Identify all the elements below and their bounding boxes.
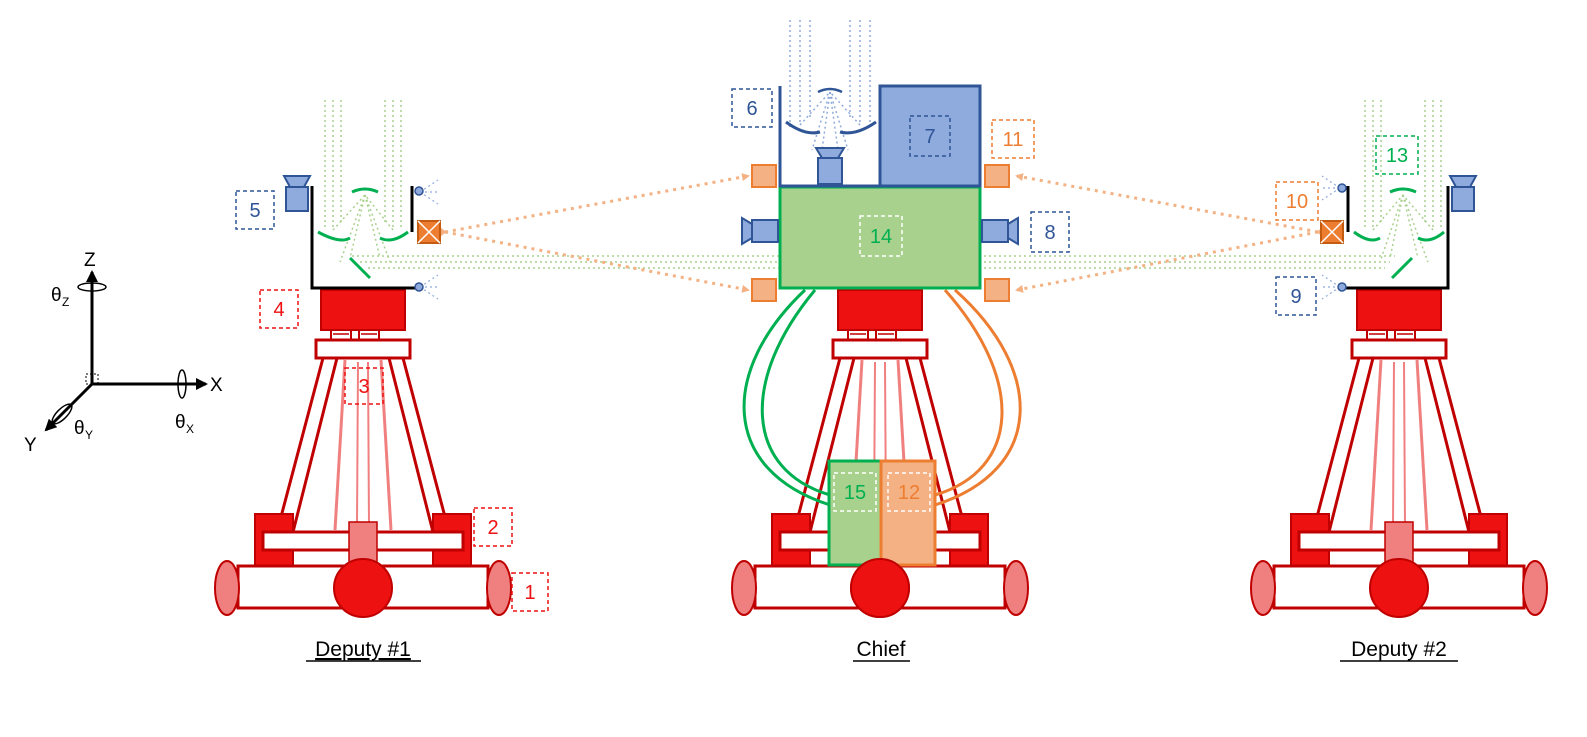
deputy-2-camera-icon (1448, 175, 1478, 212)
label-2: 2 (473, 507, 513, 547)
label-5: 5 (235, 190, 275, 230)
svg-text:15: 15 (844, 482, 866, 504)
chief-transceiver-bl-icon (751, 278, 777, 302)
theta-z-subscript: Z (62, 295, 69, 309)
svg-text:11: 11 (1003, 129, 1024, 151)
svg-text:4: 4 (273, 299, 284, 321)
axis-z-label: Z (84, 250, 96, 271)
caption-deputy-2: Deputy #2 (1351, 638, 1447, 661)
deputy-2-robot (1249, 175, 1549, 619)
chief-transceiver-tr-icon (984, 164, 1010, 188)
chief-left-camera-icon (741, 216, 779, 246)
label-15: 15 (833, 472, 877, 512)
label-9: 9 (1275, 276, 1317, 316)
axis-x-label: X (210, 375, 223, 396)
theta-y-subscript: Y (85, 428, 93, 442)
label-10: 10 (1275, 181, 1319, 221)
origin-cube-icon (85, 373, 99, 385)
rotation-z-icon (77, 282, 107, 292)
label-1: 1 (511, 572, 549, 612)
rotation-x-icon (177, 369, 187, 399)
deputy-2-transceiver-icon (1320, 220, 1344, 244)
svg-text:5: 5 (249, 200, 260, 222)
theta-x-subscript: X (186, 422, 194, 436)
chief-comm-box (879, 459, 937, 567)
caption-deputy-1: Deputy #1 (315, 638, 411, 661)
svg-text:3: 3 (358, 376, 369, 398)
svg-text:9: 9 (1290, 286, 1301, 308)
deputy-1-camera-icon (282, 175, 312, 212)
label-3: 3 (344, 367, 384, 405)
svg-text:14: 14 (870, 226, 892, 248)
chief-right-camera-icon (981, 216, 1019, 246)
label-7: 7 (909, 115, 951, 157)
caption-chief: Chief (856, 638, 905, 661)
theta-z-symbol: θ (51, 285, 62, 306)
chief-robot (730, 84, 1030, 619)
svg-text:2: 2 (487, 517, 498, 539)
deputy-1-transceiver-icon (417, 220, 441, 244)
svg-text:10: 10 (1286, 191, 1308, 213)
rotation-y-icon (51, 403, 73, 425)
chief-computer-box (778, 185, 982, 290)
component-labels: 1 2 3 4 5 6 7 8 (235, 88, 1419, 612)
chief-transceiver-br-icon (984, 278, 1010, 302)
svg-text:1: 1 (524, 582, 535, 604)
chief-battery-box (827, 459, 883, 567)
communication-links (438, 173, 1325, 293)
svg-text:12: 12 (898, 482, 920, 504)
label-8: 8 (1030, 211, 1070, 253)
svg-text:13: 13 (1386, 145, 1408, 167)
svg-text:6: 6 (746, 98, 757, 120)
label-12: 12 (887, 472, 931, 512)
label-13: 13 (1375, 135, 1419, 175)
axis-y-label: Y (24, 435, 37, 456)
theta-y-symbol: θ (74, 418, 85, 439)
label-14: 14 (859, 215, 903, 257)
label-4: 4 (259, 289, 299, 329)
chief-instrument-box (878, 84, 982, 188)
chief-top-camera-icon (814, 147, 846, 185)
chief-transceiver-tl-icon (751, 164, 777, 188)
deputy-1-robot (213, 175, 513, 619)
label-6: 6 (731, 88, 773, 128)
coordinate-axes: Z X Y θ Z θ X θ Y (24, 250, 223, 456)
theta-x-symbol: θ (175, 412, 186, 433)
label-11: 11 (991, 119, 1035, 159)
svg-text:7: 7 (924, 126, 935, 148)
robot-captions: Deputy #1 Chief Deputy #2 (306, 638, 1458, 662)
svg-text:8: 8 (1044, 222, 1055, 244)
